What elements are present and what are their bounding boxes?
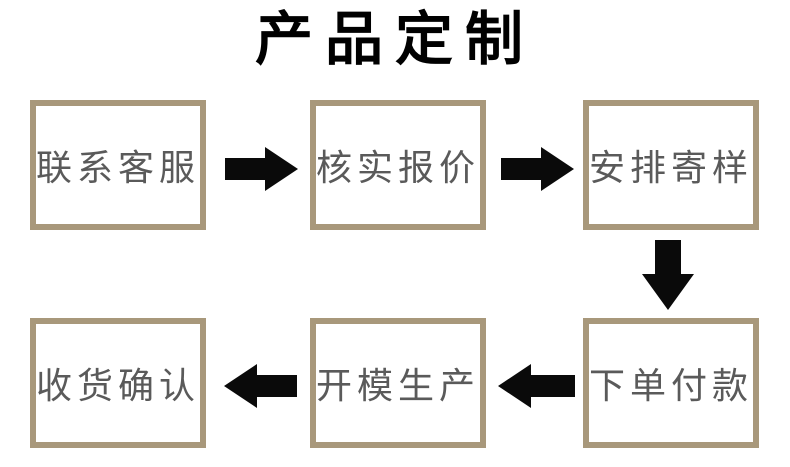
- arrow-down-icon: [642, 240, 694, 310]
- flow-step-place-order-pay: 下单付款: [583, 318, 759, 448]
- arrow-left-icon: [224, 364, 297, 408]
- flow-step-label: 安排寄样: [589, 147, 754, 188]
- flow-step-label: 核实报价: [316, 147, 481, 188]
- flow-step-arrange-sample: 安排寄样: [583, 100, 759, 230]
- flow-step-mold-production: 开模生产: [310, 318, 486, 448]
- flow-step-confirm-receipt: 收货确认: [30, 318, 206, 448]
- arrow-right-icon: [225, 147, 298, 191]
- flow-step-label: 联系客服: [36, 147, 201, 188]
- flow-step-contact-service: 联系客服: [30, 100, 206, 230]
- arrow-left-icon: [498, 364, 575, 408]
- arrow-right-icon: [501, 147, 574, 191]
- flow-step-verify-quote: 核实报价: [310, 100, 486, 230]
- page-title: 产品定制: [254, 7, 535, 72]
- flow-step-label: 下单付款: [589, 365, 754, 406]
- flow-step-label: 开模生产: [316, 365, 481, 406]
- flow-step-label: 收货确认: [36, 365, 201, 406]
